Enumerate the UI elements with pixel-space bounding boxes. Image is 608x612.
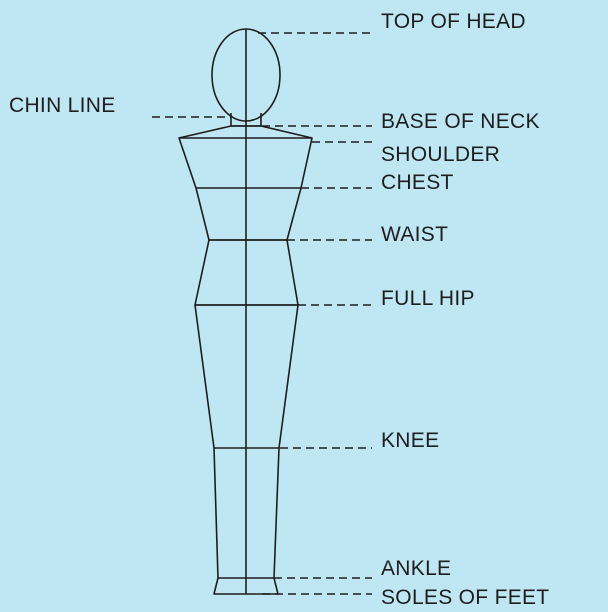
label-knee: KNEE [381, 430, 439, 451]
label-soles-of-feet: SOLES OF FEET [381, 587, 549, 608]
label-shoulder: SHOULDER [381, 144, 500, 165]
label-full-hip: FULL HIP [381, 288, 475, 309]
leader-lines [152, 33, 372, 594]
label-top-of-head: TOP OF HEAD [381, 11, 526, 32]
label-chest: CHEST [381, 172, 454, 193]
label-base-of-neck: BASE OF NECK [381, 111, 540, 132]
label-chin-line: CHIN LINE [9, 95, 116, 116]
label-waist: WAIST [381, 224, 448, 245]
label-ankle: ANKLE [381, 558, 451, 579]
